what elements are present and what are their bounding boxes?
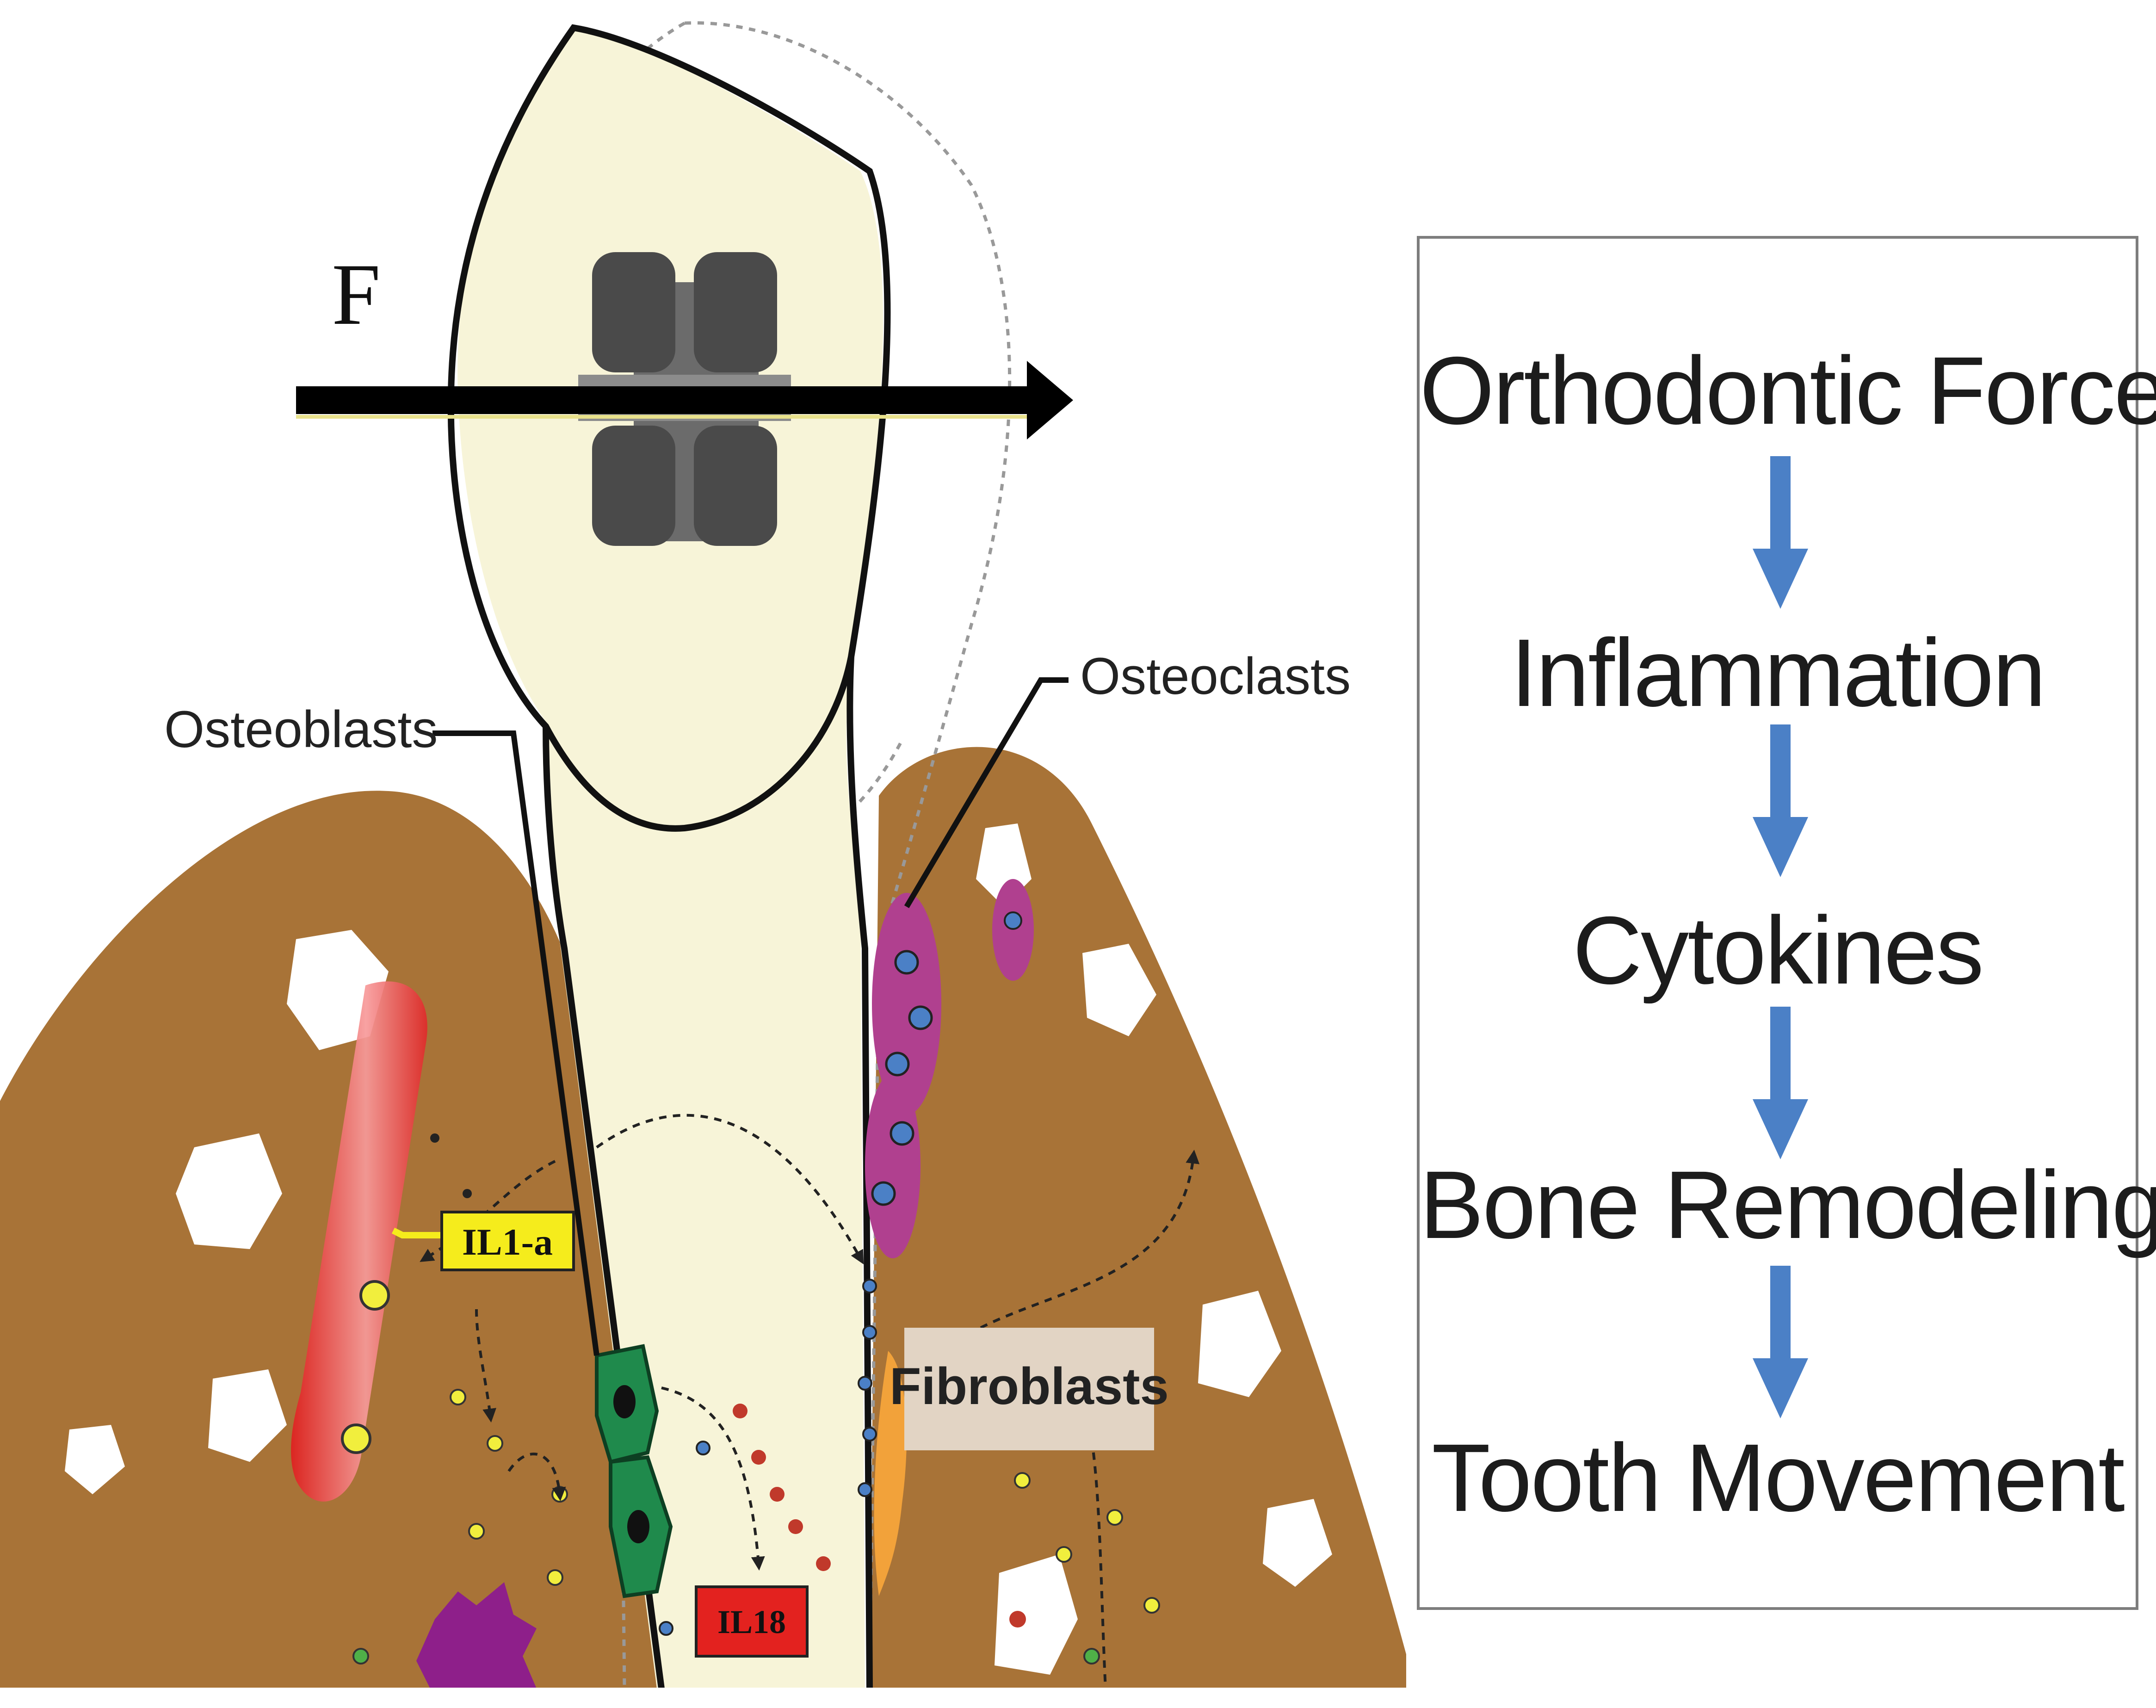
osteoblast-cells (595, 1344, 673, 1598)
force-label: F (332, 246, 381, 343)
down-arrow-icon (1753, 1266, 1808, 1418)
marrow-space (1198, 1291, 1281, 1397)
marrow-space (1082, 944, 1156, 1036)
il1a-badge (440, 1211, 575, 1271)
fibroblasts-label: Fibroblasts (890, 1357, 1169, 1415)
marrow-space (65, 1425, 125, 1494)
cytokine-red-dots (733, 1404, 831, 1571)
signaling-arrows (420, 1114, 1200, 1689)
osteoclasts-label: Osteoclasts (1080, 647, 1351, 705)
osteoclasts-leader (904, 677, 1069, 909)
flow-step-orthodontic-forces: Orthodontic Forces (1420, 337, 2156, 445)
blood-vessel (291, 981, 427, 1502)
il1a-label: IL1-a (462, 1221, 553, 1263)
force-arrow (296, 361, 1073, 439)
down-arrow-icon (1753, 456, 1808, 609)
fibroblast-cell (874, 1351, 907, 1596)
tooth (457, 28, 883, 1689)
marrow-space (1263, 1499, 1332, 1587)
tooth-root-right-outline (846, 656, 873, 1689)
il18-badge (695, 1585, 809, 1658)
osteoblasts-leader (432, 730, 599, 1356)
tooth-displaced-outline (684, 21, 1012, 1689)
macrophage-cell (416, 1582, 537, 1689)
pdl-cell-dots (659, 1279, 877, 1636)
il18-label: IL18 (717, 1603, 786, 1640)
cell (359, 1280, 390, 1311)
osteoblasts-label: Osteoblasts (164, 700, 438, 758)
down-arrow-icon (1753, 1007, 1808, 1159)
flow-step-tooth-movement: Tooth Movement (1432, 1424, 2125, 1532)
tooth-root-left-outline (543, 726, 665, 1689)
marrow-space (208, 1369, 287, 1462)
flow-step-cytokines: Cytokines (1572, 897, 1984, 1004)
bone-right (870, 747, 1406, 1689)
flow-chart-box: Orthodontic Forces Inflammation Cytokine… (1417, 236, 2156, 1610)
bottom-margin (0, 1688, 2156, 1708)
flow-step-bone-remodeling: Bone Remodeling (1420, 1151, 2156, 1259)
osteoclast-cells (865, 879, 1034, 1258)
il1a-leader (391, 1227, 444, 1238)
flow-step-inflammation: Inflammation (1510, 619, 2046, 727)
marrow-space (995, 1554, 1078, 1675)
fibroblasts-badge (904, 1328, 1154, 1450)
marrow-space (176, 1133, 282, 1249)
cell (341, 1423, 371, 1454)
down-arrow-icon (1753, 724, 1808, 877)
